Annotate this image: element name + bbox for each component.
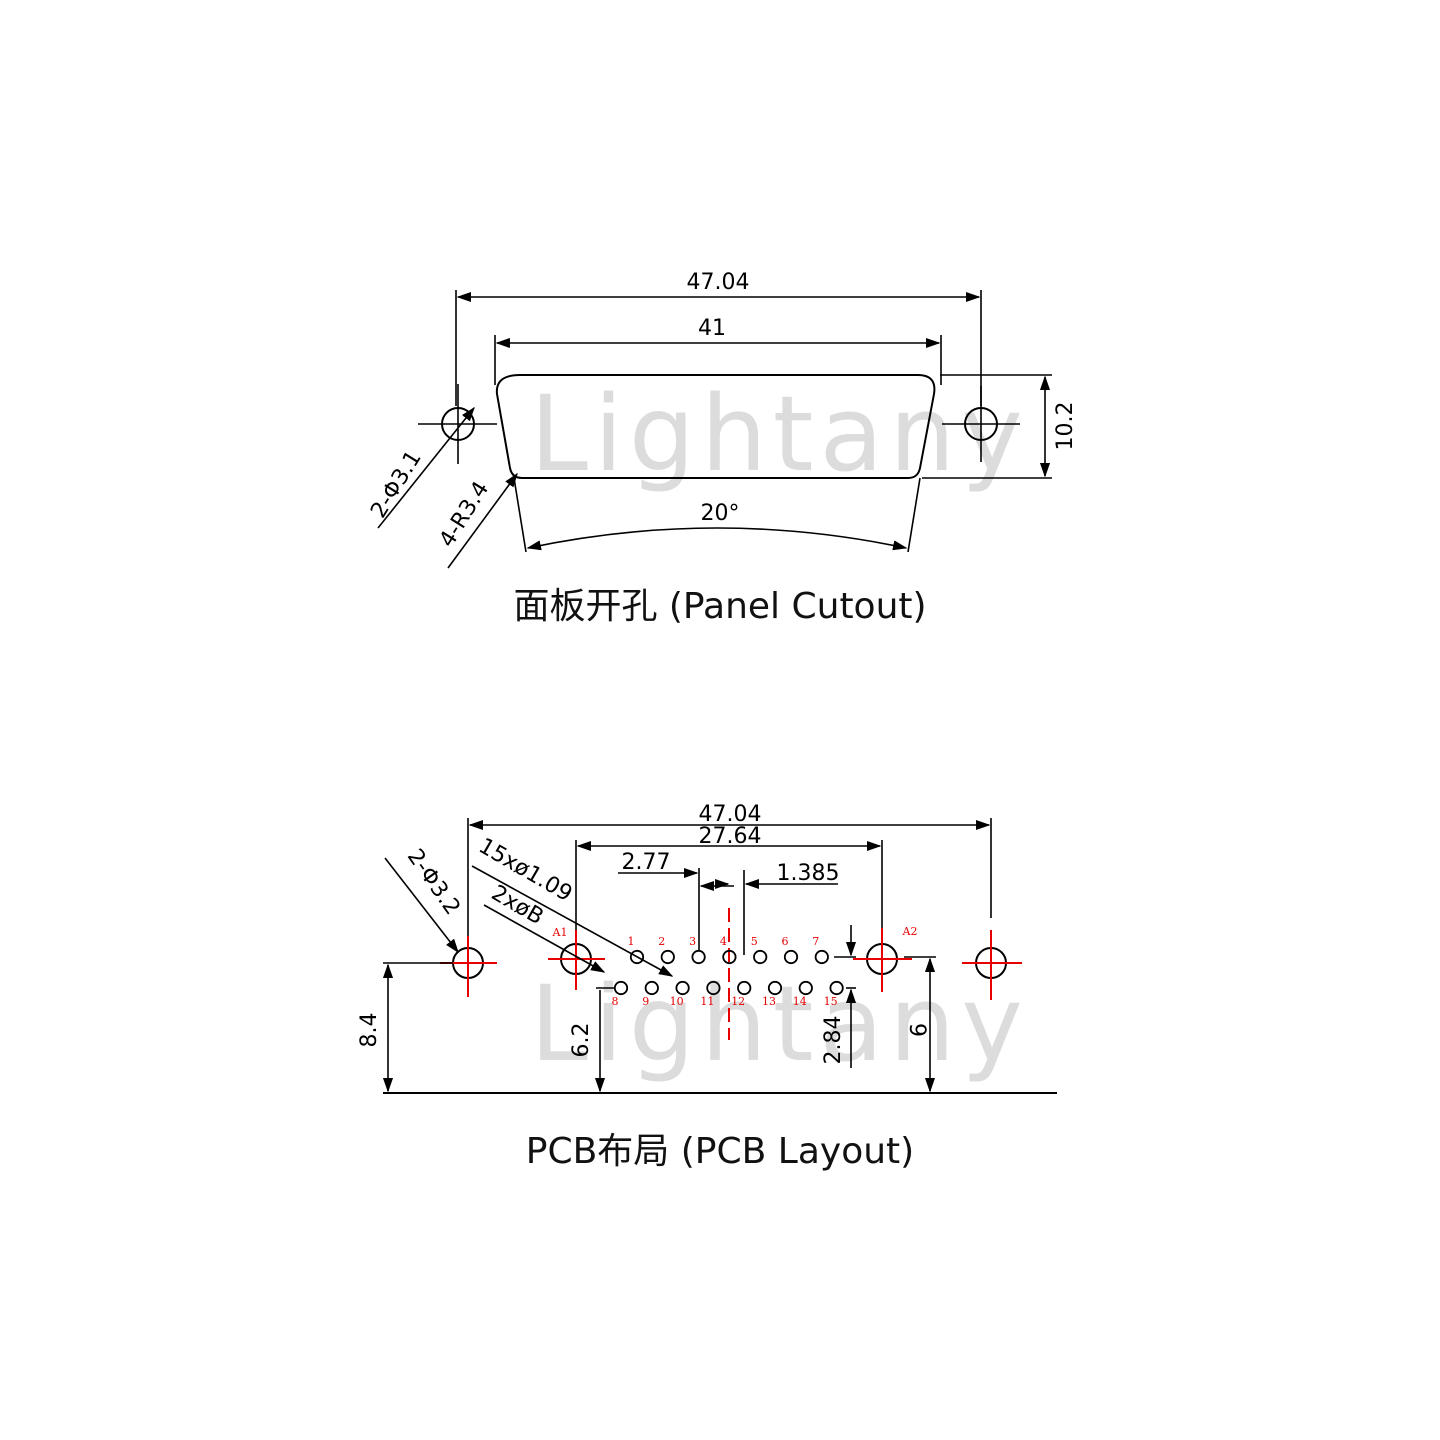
top-pin-label-7: 7 [812, 935, 819, 948]
bottom-pin-hole-9 [644, 980, 659, 996]
panel-dim-radius: 4-R3.4 [435, 477, 494, 551]
bottom-pin-hole-11 [706, 980, 721, 996]
pcb-pin-row-top: 1 2 3 4 5 6 7 [628, 935, 829, 965]
bottom-pin-hole-8 [613, 980, 629, 996]
top-pin-label-5: 5 [751, 935, 758, 948]
bottom-pin-hole-12 [737, 980, 752, 996]
panel-dim-line-angle [526, 527, 908, 551]
top-pin-hole-6 [783, 949, 799, 965]
bottom-pin-label-14: 14 [793, 995, 807, 1008]
panel-caption: 面板开孔 (Panel Cutout) [513, 586, 926, 627]
top-pin-hole-2 [660, 949, 675, 965]
top-pin-label-4: 4 [720, 935, 727, 948]
d-sub-cutout-outline [495, 374, 936, 479]
panel-dim-angle: 20° [701, 501, 740, 526]
bottom-pin-label-15: 15 [824, 995, 838, 1008]
pcb-dim-overall: 47.04 [699, 802, 762, 827]
panel-dim-height: 10.2 [1053, 402, 1078, 451]
pcb-dim-8-4: 8.4 [357, 1013, 382, 1048]
panel-dim-overall: 47.04 [687, 270, 750, 295]
pcb-label-a2: A2 [902, 925, 918, 938]
pcb-boss-hole-a2 [853, 928, 912, 992]
pcb-dim-pitch: 2.77 [622, 850, 671, 875]
bottom-pin-hole-10 [675, 980, 690, 996]
pcb-pin-row-bottom: 8 9 10 11 12 13 14 15 [612, 980, 844, 1008]
top-pin-label-6: 6 [782, 935, 789, 948]
pcb-dim-half-pitch: 1.385 [777, 861, 840, 886]
top-pin-hole-3 [691, 949, 706, 965]
pcb-mount-hole-left [440, 936, 497, 997]
top-pin-hole-4 [722, 949, 737, 965]
pcb-mount-hole-right [962, 930, 1022, 1000]
pcb-dim-span: 27.64 [699, 824, 762, 849]
top-pin-hole-7 [814, 949, 829, 965]
top-pin-hole-5 [753, 949, 768, 965]
bottom-pin-hole-14 [798, 980, 813, 996]
pcb-dim-mount-hole: 2-Φ3.2 [402, 845, 465, 920]
pcb-dim-2-84: 2.84 [821, 1016, 846, 1065]
watermark-bottom: Lightany [530, 963, 1029, 1085]
bottom-pin-label-12: 12 [731, 995, 745, 1008]
bottom-pin-label-13: 13 [762, 995, 776, 1008]
panel-mount-hole-left [418, 384, 497, 464]
bottom-pin-label-11: 11 [700, 995, 714, 1008]
bottom-pin-label-9: 9 [642, 995, 649, 1008]
bottom-pin-label-10: 10 [670, 995, 684, 1008]
top-pin-hole-1 [629, 949, 645, 965]
pcb-label-a1: A1 [552, 926, 568, 939]
pcb-caption: PCB布局 (PCB Layout) [526, 1131, 914, 1172]
bottom-pin-hole-15 [829, 980, 844, 996]
pcb-dim-6-2: 6.2 [569, 1023, 594, 1058]
bottom-pin-label-8: 8 [612, 995, 619, 1008]
pcb-boss-hole-a1 [548, 930, 605, 990]
bottom-pin-hole-13 [767, 980, 783, 996]
top-pin-label-2: 2 [658, 935, 665, 948]
panel-cutout-view: 47.04 41 10.2 20° 2-Φ3.1 4-R3.4 面板开孔 (Pa… [366, 270, 1078, 627]
panel-dim-mount-hole: 2-Φ3.1 [366, 446, 427, 522]
pcb-dim-9: 9 [904, 1023, 929, 1037]
top-pin-label-1: 1 [628, 935, 635, 948]
top-pin-label-3: 3 [689, 935, 696, 948]
watermark-top: Lightany [530, 373, 1029, 495]
panel-dim-cutout: 41 [698, 316, 726, 341]
